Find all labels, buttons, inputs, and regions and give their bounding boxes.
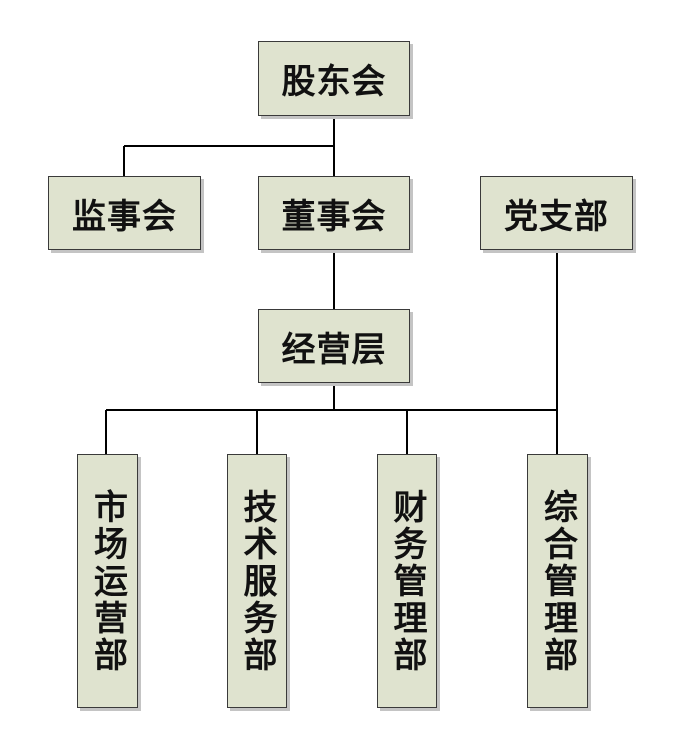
dept-finance-box: 财务管理部 [377, 454, 437, 708]
party-branch-box: 党支部 [480, 176, 633, 250]
dept-tech-service-label: 技术服务部 [237, 488, 277, 674]
dept-market-ops-box: 市场运营部 [77, 454, 138, 708]
dept-general-admin-label: 综合管理部 [537, 488, 578, 674]
dept-market-ops-label: 市场运营部 [87, 488, 128, 674]
management-label: 经营层 [281, 329, 387, 370]
shareholders-label: 股东会 [281, 62, 387, 102]
supervisors-label: 监事会 [72, 196, 177, 237]
board-label: 董事会 [281, 196, 387, 237]
supervisors-box: 监事会 [48, 176, 201, 250]
dept-general-admin-box: 综合管理部 [527, 454, 588, 708]
board-box: 董事会 [258, 176, 410, 250]
dept-finance-label: 财务管理部 [387, 488, 427, 674]
dept-tech-service-box: 技术服务部 [227, 454, 287, 708]
party-branch-label: 党支部 [504, 196, 609, 237]
management-box: 经营层 [258, 309, 410, 383]
shareholders-box: 股东会 [258, 41, 410, 116]
